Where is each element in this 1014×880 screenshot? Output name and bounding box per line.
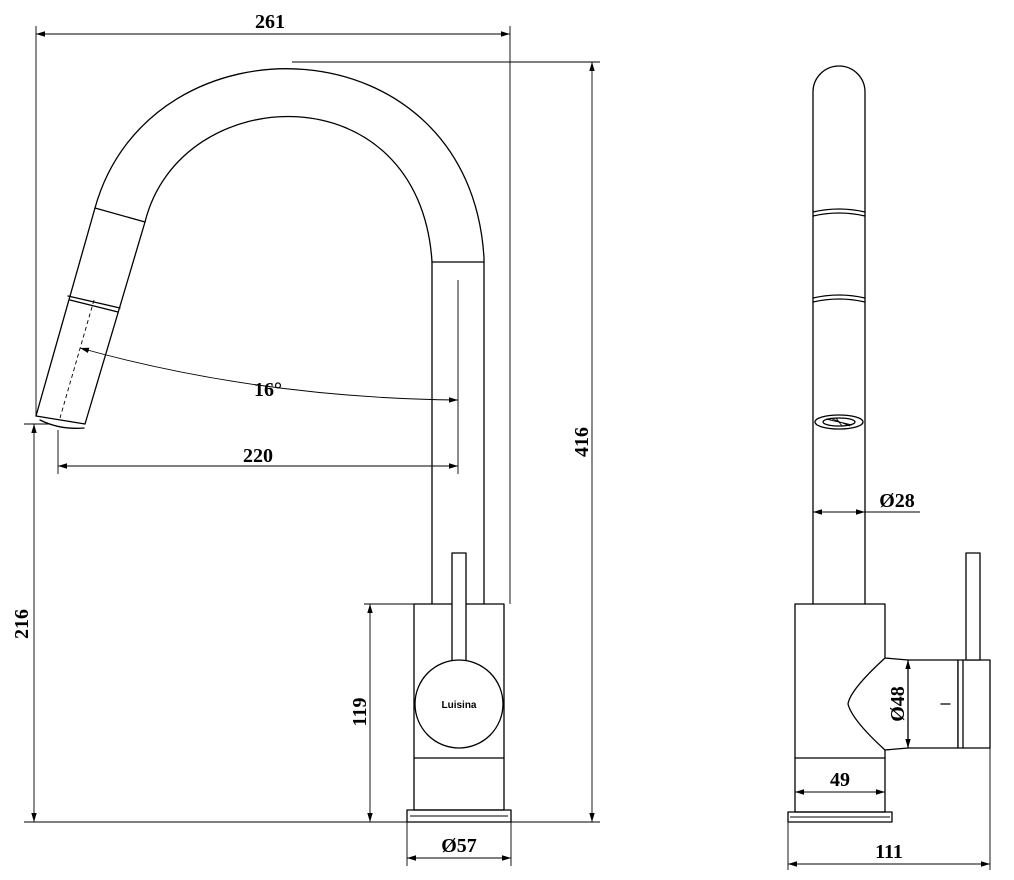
dim-base-diameter: Ø57 (406, 822, 512, 866)
dim-text-total-height: 416 (571, 427, 593, 457)
front-view: Luisina 261 416 220 16° (11, 11, 600, 866)
dim-text-outlet-height: 216 (11, 609, 33, 639)
dim-text-body-width: 49 (830, 769, 850, 791)
front-body: Luisina (406, 552, 512, 823)
dim-text-handle-diameter: Ø48 (887, 686, 909, 722)
dim-angle: 16° (79, 347, 459, 403)
aerator (814, 414, 864, 430)
dim-total-height: 416 (292, 61, 600, 823)
side-view: Ø28 Ø48 49 111 (787, 65, 991, 870)
dim-body-height: 119 (349, 603, 414, 822)
dim-overall-depth: 111 (787, 748, 991, 870)
dim-text-overall-depth: 111 (875, 841, 903, 863)
handle-lever (965, 552, 981, 661)
dim-text-overall-width: 261 (255, 11, 285, 33)
dim-text-spout-diameter: Ø28 (879, 490, 915, 512)
brand-label: Luisina (441, 700, 476, 711)
dim-spout-reach: 220 (57, 280, 459, 474)
dim-body-width: 49 (795, 769, 885, 795)
side-spout (812, 65, 866, 605)
dim-overall-width: 261 (35, 11, 511, 604)
dim-text-body-height: 119 (349, 698, 371, 727)
dim-outlet-height: 216 (11, 423, 407, 823)
dim-text-spout-reach: 220 (243, 445, 273, 467)
dim-text-base-diameter: Ø57 (441, 835, 477, 857)
front-spout (35, 68, 485, 605)
dim-spout-diameter: Ø28 (813, 490, 920, 515)
dim-text-angle: 16° (254, 379, 282, 401)
dim-handle-diameter: Ø48 (887, 660, 911, 748)
handle-disc (414, 659, 504, 749)
